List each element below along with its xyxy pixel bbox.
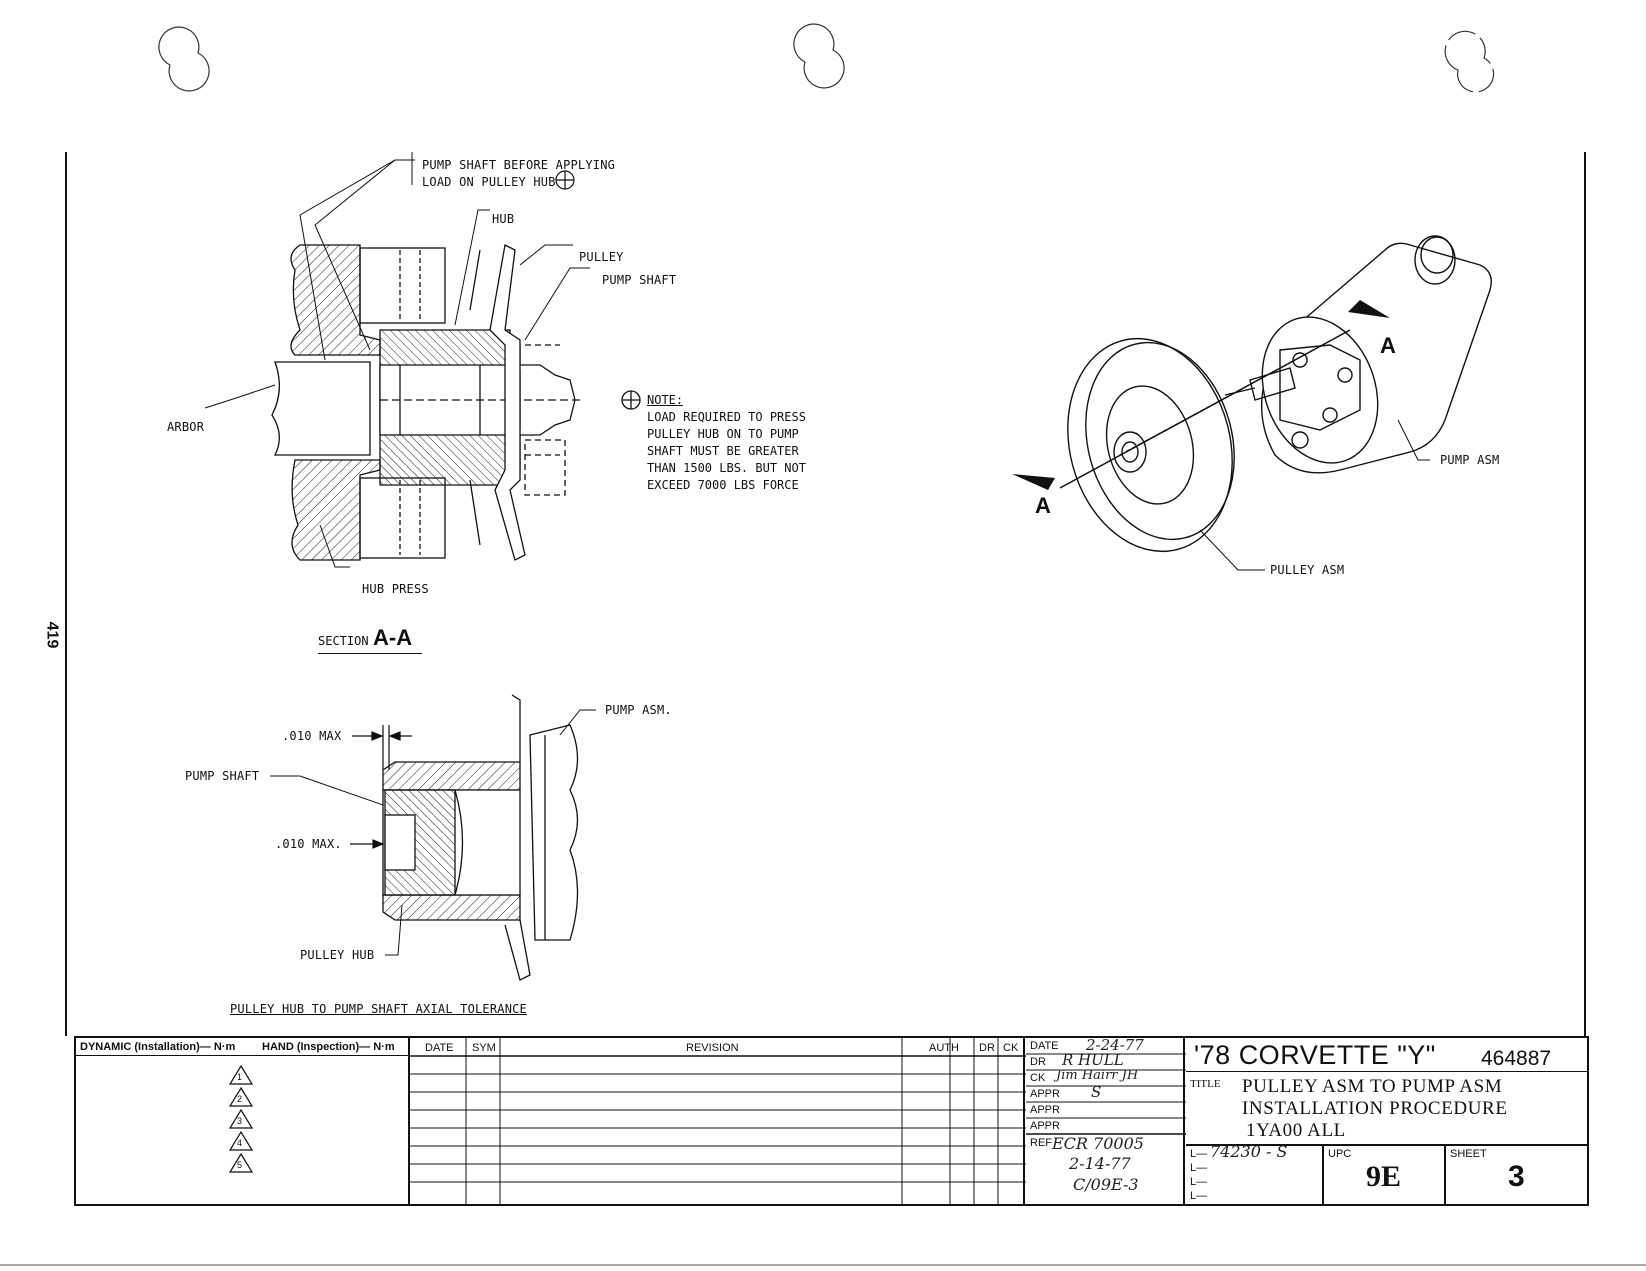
triangle-number: 3 [237,1116,243,1126]
rev-header-auth: AUTH [929,1042,959,1054]
l-value: 74230 - S [1210,1142,1288,1161]
label-pulley: PULLEY [579,250,624,264]
triangle-number: 1 [237,1072,243,1082]
title-line: PULLEY ASM TO PUMP ASM [1242,1076,1503,1097]
title-area: '78 CORVETTE "Y" 464887 TITLE PULLEY ASM… [1186,1038,1587,1204]
callout-top-line-2: LOAD ON PULLEY HUB [422,175,556,189]
drawing-number: 464887 [1481,1047,1552,1070]
section-title: SECTION A-A [318,625,423,654]
page-number: 419 [43,621,61,649]
l-prefix: L— [1190,1162,1208,1174]
l-prefix: L— [1190,1148,1208,1160]
sign-label-ck: CK [1030,1072,1046,1084]
label-pulley-asm: PULLEY ASM [1270,563,1345,577]
title-line: INSTALLATION PROCEDURE [1242,1098,1508,1119]
label-pulley-hub: PULLEY HUB [300,948,375,962]
revision-grid [410,1038,1026,1204]
sheet-label: SHEET [1450,1148,1487,1160]
triangle-number: 4 [237,1138,243,1148]
sign-value-date: 2-24-77 [1086,1036,1144,1054]
triangle-markers [228,1064,254,1173]
triangle-number: 5 [237,1160,243,1170]
label-pump-asm-tol: PUMP ASM. [605,703,672,717]
sign-label-appr: APPR [1030,1104,1060,1116]
tolerance-drawing [270,694,596,981]
rev-header-sym: SYM [472,1042,496,1054]
arrow-a-right-label: A [1380,333,1396,358]
rev-header-date: DATE [425,1042,454,1054]
l-prefix: L— [1190,1190,1208,1202]
sheet-value: 3 [1508,1160,1525,1193]
label-pump-shaft-tol: PUMP SHAFT [185,769,260,783]
note-line: THAN 1500 LBS. BUT NOT [647,461,806,475]
ref-label: REF [1030,1137,1052,1149]
isometric-pump-drawing [1012,235,1492,571]
note-line: EXCEED 7000 LBS FORCE [647,478,799,492]
arrow-a-left-label: A [1035,493,1051,518]
title-line: 1YA00 ALL [1246,1120,1346,1141]
sign-value-appr: S [1091,1083,1102,1101]
signoff-grid [1026,1038,1186,1204]
heading-main: '78 CORVETTE "Y" [1194,1040,1436,1070]
sign-label-date: DATE [1030,1040,1059,1052]
title-label: TITLE [1190,1078,1221,1090]
section-prefix: SECTION [318,634,369,648]
label-arbor: ARBOR [167,420,205,434]
label-pump-asm: PUMP ASM [1440,453,1500,467]
upc-value: 9E [1366,1160,1402,1193]
triangle-number: 2 [237,1094,243,1104]
sign-value-dr: R HULL [1062,1051,1124,1069]
ref-line: ECR 70005 [1052,1134,1144,1153]
callout-top-line-1: PUMP SHAFT BEFORE APPLYING [422,158,616,172]
dynamic-header: DYNAMIC (Installation)— N·m [80,1041,236,1053]
label-max-bottom: .010 MAX. [275,837,342,851]
torque-section: DYNAMIC (Installation)— N·m HAND (Inspec… [76,1038,410,1204]
section-name: A-A [373,625,413,650]
note-block: NOTE: LOAD REQUIRED TO PRESS PULLEY HUB … [647,392,806,494]
note-line: SHAFT MUST BE GREATER [647,444,799,458]
note-line: PULLEY HUB ON TO PUMP [647,427,799,441]
upc-label: UPC [1328,1148,1352,1160]
rev-header-revision: REVISION [686,1042,739,1054]
rev-header-dr: DR [979,1042,995,1054]
hand-header: HAND (Inspection)— N·m [262,1041,395,1053]
label-pump-shaft: PUMP SHAFT [602,273,677,287]
sign-label-appr: APPR [1030,1120,1060,1132]
l-prefix: L— [1190,1176,1208,1188]
punch-hole-right [1444,30,1495,93]
label-hub: HUB [492,212,515,226]
section-aa-drawing [204,152,590,568]
note-plus-circle-icon [621,390,641,410]
punch-hole-center [793,23,845,89]
rev-header-ck: CK [1003,1042,1019,1054]
sign-value-ck: Jim Hairr JH [1056,1068,1139,1083]
label-max-top: .010 MAX [282,729,342,743]
tolerance-caption: PULLEY HUB TO PUMP SHAFT AXIAL TOLERANCE [230,1002,527,1016]
ref-line: C/09E-3 [1073,1175,1139,1194]
sign-label-appr: APPR [1030,1088,1060,1100]
note-line: LOAD REQUIRED TO PRESS [647,410,806,424]
label-hub-press: HUB PRESS [362,582,429,596]
note-heading: NOTE: [647,393,684,407]
sign-label-dr: DR [1030,1056,1046,1068]
title-block: DYNAMIC (Installation)— N·m HAND (Inspec… [74,1036,1589,1206]
punch-hole-left [158,26,210,92]
ref-line: 2-14-77 [1069,1154,1131,1173]
punch-holes [158,23,1495,93]
